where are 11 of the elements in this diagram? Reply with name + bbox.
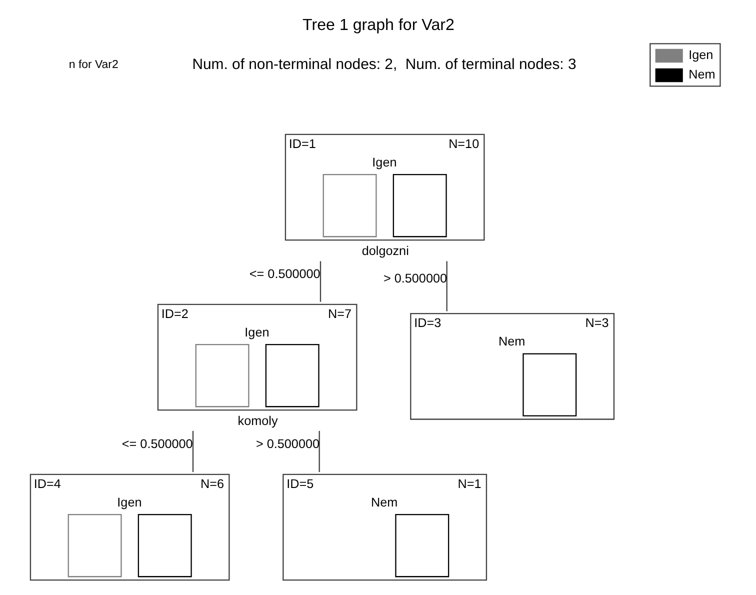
edge-label: > 0.500000 <box>382 272 447 286</box>
label: Num. of non-terminal nodes: 2, Num. of terminal nodes: 3 <box>192 56 576 73</box>
edge-label: > 0.500000 <box>255 436 320 451</box>
label: n for Var2 <box>68 58 118 71</box>
node-label: dolgozni <box>361 244 408 258</box>
legend-label: Igen <box>688 48 713 62</box>
node-label: komoly <box>237 414 278 428</box>
diagram-title: Tree 1 graph for Var2 <box>302 16 454 34</box>
edge-label: <= 0.500000 <box>248 266 320 281</box>
legend-label: Nem <box>688 67 715 82</box>
edge-label: <= 0.500000 <box>121 436 192 451</box>
